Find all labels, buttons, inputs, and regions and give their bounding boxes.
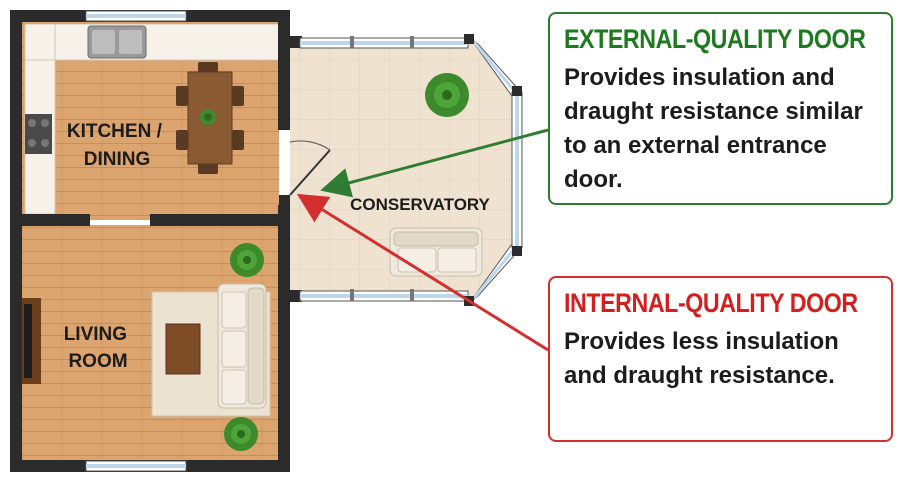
- plant-icon: [425, 73, 469, 117]
- callout-text: Provides less insulation and draught res…: [564, 328, 839, 389]
- sofa-icon: [217, 283, 267, 409]
- room-label-living: LIVING ROOM: [64, 324, 133, 372]
- window: [85, 10, 187, 22]
- tv-icon: [21, 298, 41, 384]
- window: [85, 460, 187, 472]
- room-label-conservatory: CONSERVATORY: [350, 195, 490, 214]
- door-icon: [279, 130, 331, 205]
- sofa-icon: [389, 227, 483, 277]
- callout-title: EXTERNAL-QUALITY DOOR: [564, 24, 866, 54]
- arrow-internal: [296, 193, 549, 352]
- plant-icon: [230, 243, 264, 277]
- callout-external-door: EXTERNAL-QUALITY DOOR Provides insulatio…: [548, 12, 893, 205]
- hob-icon: [25, 114, 52, 154]
- sink-icon: [87, 25, 147, 59]
- room-label-kitchen: KITCHEN / DINING: [67, 121, 167, 170]
- conservatory-walls: [290, 34, 523, 306]
- callout-title: INTERNAL-QUALITY DOOR: [564, 288, 858, 318]
- table-plant-icon: [200, 109, 216, 125]
- arrow-external: [320, 128, 549, 198]
- coffee-table-icon: [165, 323, 201, 375]
- callout-text: Provides insulation and draught resistan…: [564, 64, 863, 193]
- callout-internal-door: INTERNAL-QUALITY DOOR Provides less insu…: [548, 276, 893, 442]
- plant-icon: [224, 417, 258, 451]
